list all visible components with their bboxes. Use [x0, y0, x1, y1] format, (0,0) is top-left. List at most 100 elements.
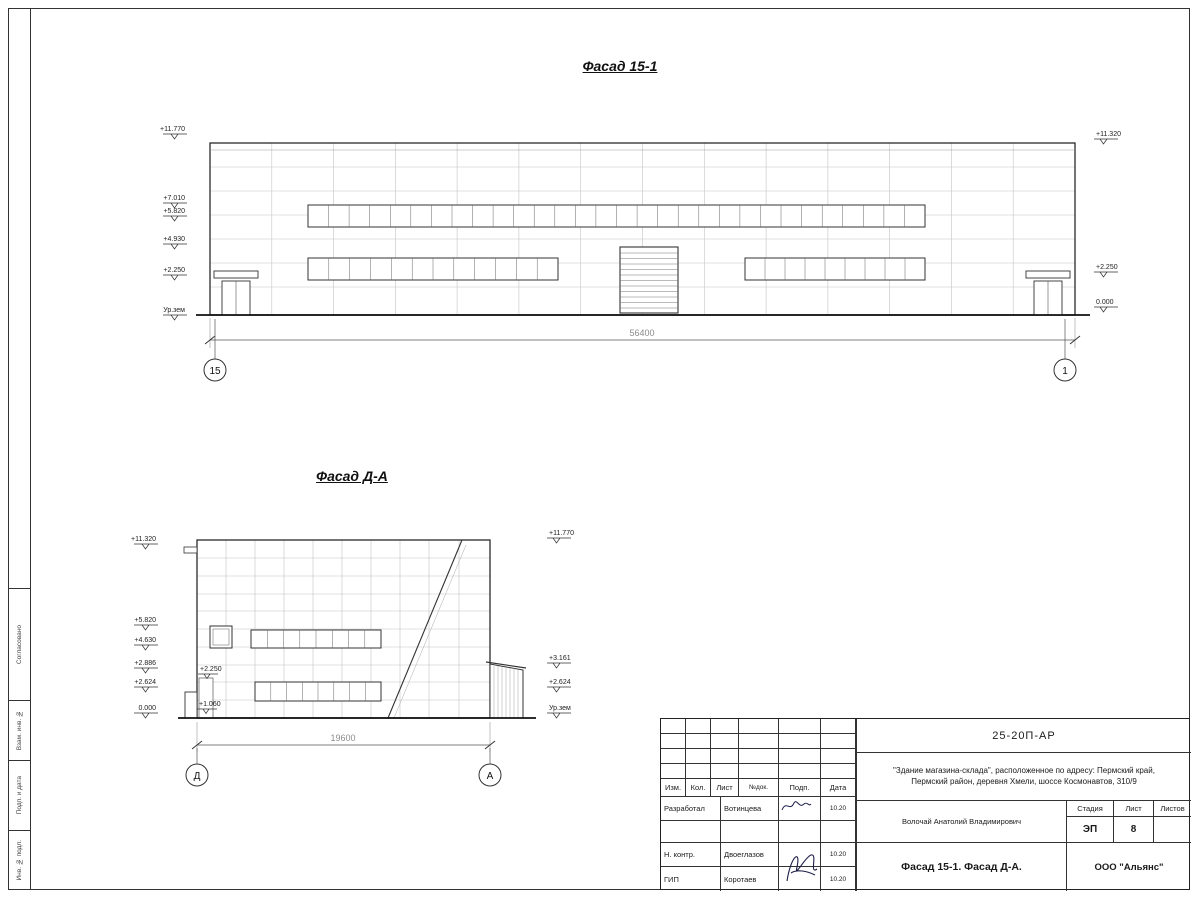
document-code: 25-20П-АР	[857, 719, 1191, 753]
elevation-mark: 0.000	[138, 705, 156, 712]
elevation-mark: +2.250	[200, 666, 222, 673]
elevation-mark: +3.161	[549, 655, 571, 662]
elevation-mark: +4.930	[163, 236, 185, 243]
left-margin-column	[8, 8, 31, 890]
margin-cell-inv-number: Инв. № подл.	[8, 830, 31, 890]
revision-cell	[821, 734, 856, 749]
axis-label: 1	[1062, 366, 1068, 377]
facade-1-window-band-lower-right	[744, 257, 926, 281]
elevation-mark-symbol	[197, 708, 217, 715]
col-header-data: Дата	[821, 779, 856, 797]
facade-1-panel-joints-v	[271, 143, 1014, 315]
facade-2-small-window-inner	[212, 628, 230, 646]
elevation-mark-symbol	[134, 624, 158, 631]
project-description: "Здание магазина-склада", расположенное …	[857, 753, 1191, 801]
margin-cell-sign-date: Подп. и дата	[8, 760, 31, 830]
role-cell	[661, 821, 721, 843]
sheet-header: Лист	[1114, 801, 1154, 817]
stage-header: Стадия	[1067, 801, 1114, 817]
revision-cell	[686, 734, 711, 749]
revision-cell	[661, 719, 686, 734]
elevation-mark-symbol	[134, 667, 158, 674]
revision-cell	[661, 734, 686, 749]
facade-1-elevation-marks-left: +11.770 +7.010 +5.820 +4.930 +2.250 Ур.з…	[160, 126, 187, 321]
elevation-mark-symbol	[547, 662, 571, 669]
signature-scribble	[781, 801, 812, 811]
revision-cell	[661, 749, 686, 764]
sheet-value: 8	[1114, 817, 1154, 843]
col-header-izm: Изм.	[661, 779, 686, 797]
facade-2-parapet-notch	[183, 546, 198, 554]
elevation-mark: +7.010	[163, 195, 185, 202]
elevation-mark-symbol	[163, 215, 187, 222]
title-block: Изм. Кол. Лист №док. Подп. Дата Разработ…	[660, 718, 1191, 891]
col-header-list: Лист	[711, 779, 739, 797]
elevation-mark-symbol	[163, 274, 187, 281]
date-cell: 10.20	[821, 797, 856, 821]
col-header-kol: Кол.	[686, 779, 711, 797]
revision-cell	[711, 764, 739, 779]
elevation-mark-symbol	[1094, 306, 1118, 313]
revision-cell	[711, 719, 739, 734]
stage-value: ЭП	[1067, 817, 1114, 843]
facade-1-gate-slats	[620, 252, 678, 309]
elevation-mark-symbol	[134, 543, 158, 550]
drawing-title: Фасад 15-1. Фасад Д-А.	[857, 843, 1067, 891]
facade-2-diagonal	[387, 539, 463, 719]
revision-cell	[779, 734, 821, 749]
dimension-ticks	[204, 335, 1081, 345]
extension-lines	[209, 318, 1076, 348]
elevation-mark: +2.886	[134, 660, 156, 667]
elevation-mark-symbol	[134, 644, 158, 651]
facade-2-diagonal-secondary	[393, 544, 467, 719]
sheet-frame	[8, 8, 1190, 890]
elevation-mark-symbol	[547, 537, 571, 544]
facade-2-door	[198, 677, 214, 719]
elevation-mark: +2.624	[134, 679, 156, 686]
date-cell	[821, 821, 856, 843]
col-header-ndok: №док.	[739, 779, 779, 797]
axis-bubble-right	[1053, 358, 1077, 382]
axis-leader-lines	[214, 319, 1066, 359]
facade-2-title: Фасад Д-А	[316, 468, 388, 484]
elevation-mark-symbol	[134, 686, 158, 693]
elevation-mark: +11.320	[131, 536, 156, 543]
elevation-mark-symbol	[198, 673, 218, 680]
extension-lines	[196, 722, 491, 752]
revision-cell	[711, 734, 739, 749]
elevation-mark: 0.000	[1096, 299, 1114, 306]
project-description-line2: Пермский район, деревня Хмели, шоссе Кос…	[911, 776, 1137, 786]
elevation-mark: +11.770	[549, 530, 574, 537]
facade-1-window-band-lower-left-mullions	[328, 258, 538, 280]
revision-cell	[739, 734, 779, 749]
role-cell: Разработал	[661, 797, 721, 821]
facade-2-porch	[184, 691, 198, 719]
revision-cell	[821, 719, 856, 734]
elevation-mark: +5.820	[134, 617, 156, 624]
revision-cell	[779, 764, 821, 779]
role-cell: ГИП	[661, 867, 721, 891]
date-cell: 10.20	[821, 867, 856, 891]
facade-2-elevation-marks-left: +11.320 +5.820 +4.630 +2.886 +2.624 0.00…	[131, 536, 158, 719]
facade-2-axis-markers: Д А	[185, 748, 502, 787]
revision-cell	[821, 749, 856, 764]
facade-1-axis-markers: 15 1	[203, 319, 1077, 382]
axis-bubble-left	[203, 358, 227, 382]
date-cell: 10.20	[821, 843, 856, 867]
elevation-mark: +11.320	[1096, 131, 1121, 138]
elevation-mark: +11.770	[160, 126, 185, 133]
facade-2-dimension: 19600	[191, 722, 496, 752]
elevation-mark: +1.060	[199, 701, 221, 708]
facade-1-dimension: 56400	[204, 318, 1081, 348]
elevation-mark: +4.630	[134, 637, 156, 644]
revision-cell	[739, 719, 779, 734]
revision-cell	[779, 749, 821, 764]
facade-2-annex	[485, 661, 527, 719]
title-block-right: 25-20П-АР "Здание магазина-склада", расп…	[856, 719, 1191, 891]
company-name: ООО "Альянс"	[1094, 861, 1164, 873]
revision-cell	[686, 764, 711, 779]
revision-cell	[779, 719, 821, 734]
elevation-mark: +2.250	[1096, 264, 1118, 271]
axis-leader-lines	[196, 748, 491, 764]
